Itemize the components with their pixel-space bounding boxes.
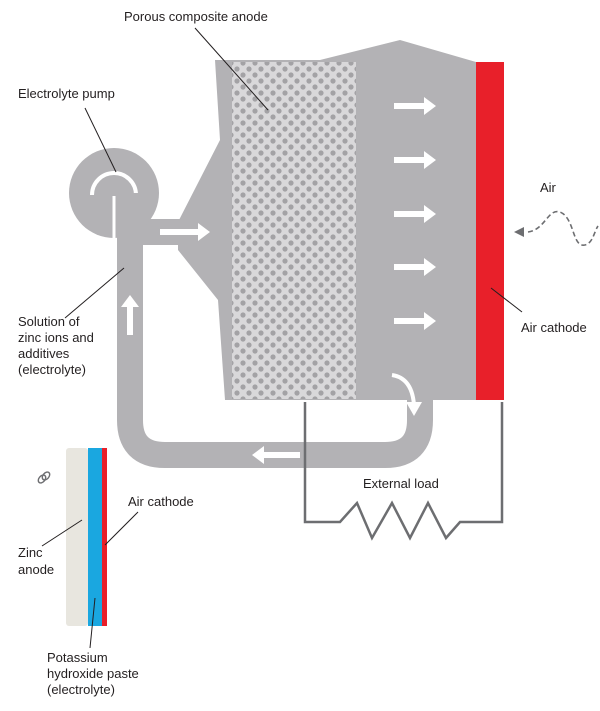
pump-rotation-arc: [90, 171, 138, 196]
leader-porous-anode: [194, 27, 269, 111]
label-solution-line: (electrolyte): [18, 362, 86, 377]
label-solution-line: Solution of: [18, 314, 80, 329]
label-porous-anode: Porous composite anode: [124, 9, 268, 24]
riser-arrow: [121, 295, 139, 335]
flow-arrow: [394, 97, 436, 115]
label-external-load: External load: [363, 476, 439, 491]
leader-inset-air-cathode: [104, 511, 139, 546]
leader-solution: [64, 267, 125, 319]
label-potassium-line: (electrolyte): [47, 682, 115, 697]
label-potassium: Potassium hydroxide paste (electrolyte): [47, 650, 142, 697]
label-solution-line: additives: [18, 346, 70, 361]
label-air-cathode: Air cathode: [521, 320, 587, 335]
porous-composite-anode: [232, 62, 356, 399]
label-inset-air-cathode: Air cathode: [128, 494, 194, 509]
label-zinc-line: Zinc: [18, 545, 43, 560]
drain-arrowhead: [406, 402, 422, 416]
label-air: Air: [540, 180, 557, 195]
label-potassium-line: Potassium: [47, 650, 108, 665]
leader-electrolyte-pump: [84, 107, 117, 173]
label-solution: Solution of zinc ions and additives (ele…: [18, 314, 98, 377]
flow-arrow: [394, 205, 436, 223]
drain-curve-arrow: [391, 373, 416, 406]
flow-arrows: [121, 97, 436, 464]
leader-potassium: [89, 597, 96, 649]
link-icon: [37, 471, 51, 484]
label-zinc-line: anode: [18, 562, 54, 577]
potassium-hydroxide-layer: [88, 448, 102, 626]
label-solution-line: zinc ions and: [18, 330, 94, 345]
label-zinc-anode: Zinc anode: [18, 545, 54, 577]
inset-air-cathode-layer: [102, 448, 107, 626]
flow-arrow: [394, 258, 436, 276]
flow-arrow: [394, 151, 436, 169]
label-potassium-line: hydroxide paste: [47, 666, 139, 681]
pump-outlet-arrow: [160, 223, 210, 241]
return-arrow: [252, 446, 300, 464]
air-wave: [527, 210, 599, 246]
air-arrowhead: [514, 227, 524, 237]
external-load-circuit: [303, 402, 504, 541]
leader-zinc-anode: [41, 519, 83, 547]
pump-riser-pipe: [117, 193, 143, 293]
label-electrolyte-pump: Electrolyte pump: [18, 86, 115, 101]
air-cathode: [476, 62, 504, 400]
leader-air-cathode: [490, 287, 523, 313]
zinc-anode-layer: [66, 448, 88, 626]
flow-arrow: [394, 312, 436, 330]
button-cell-inset: [37, 448, 139, 649]
